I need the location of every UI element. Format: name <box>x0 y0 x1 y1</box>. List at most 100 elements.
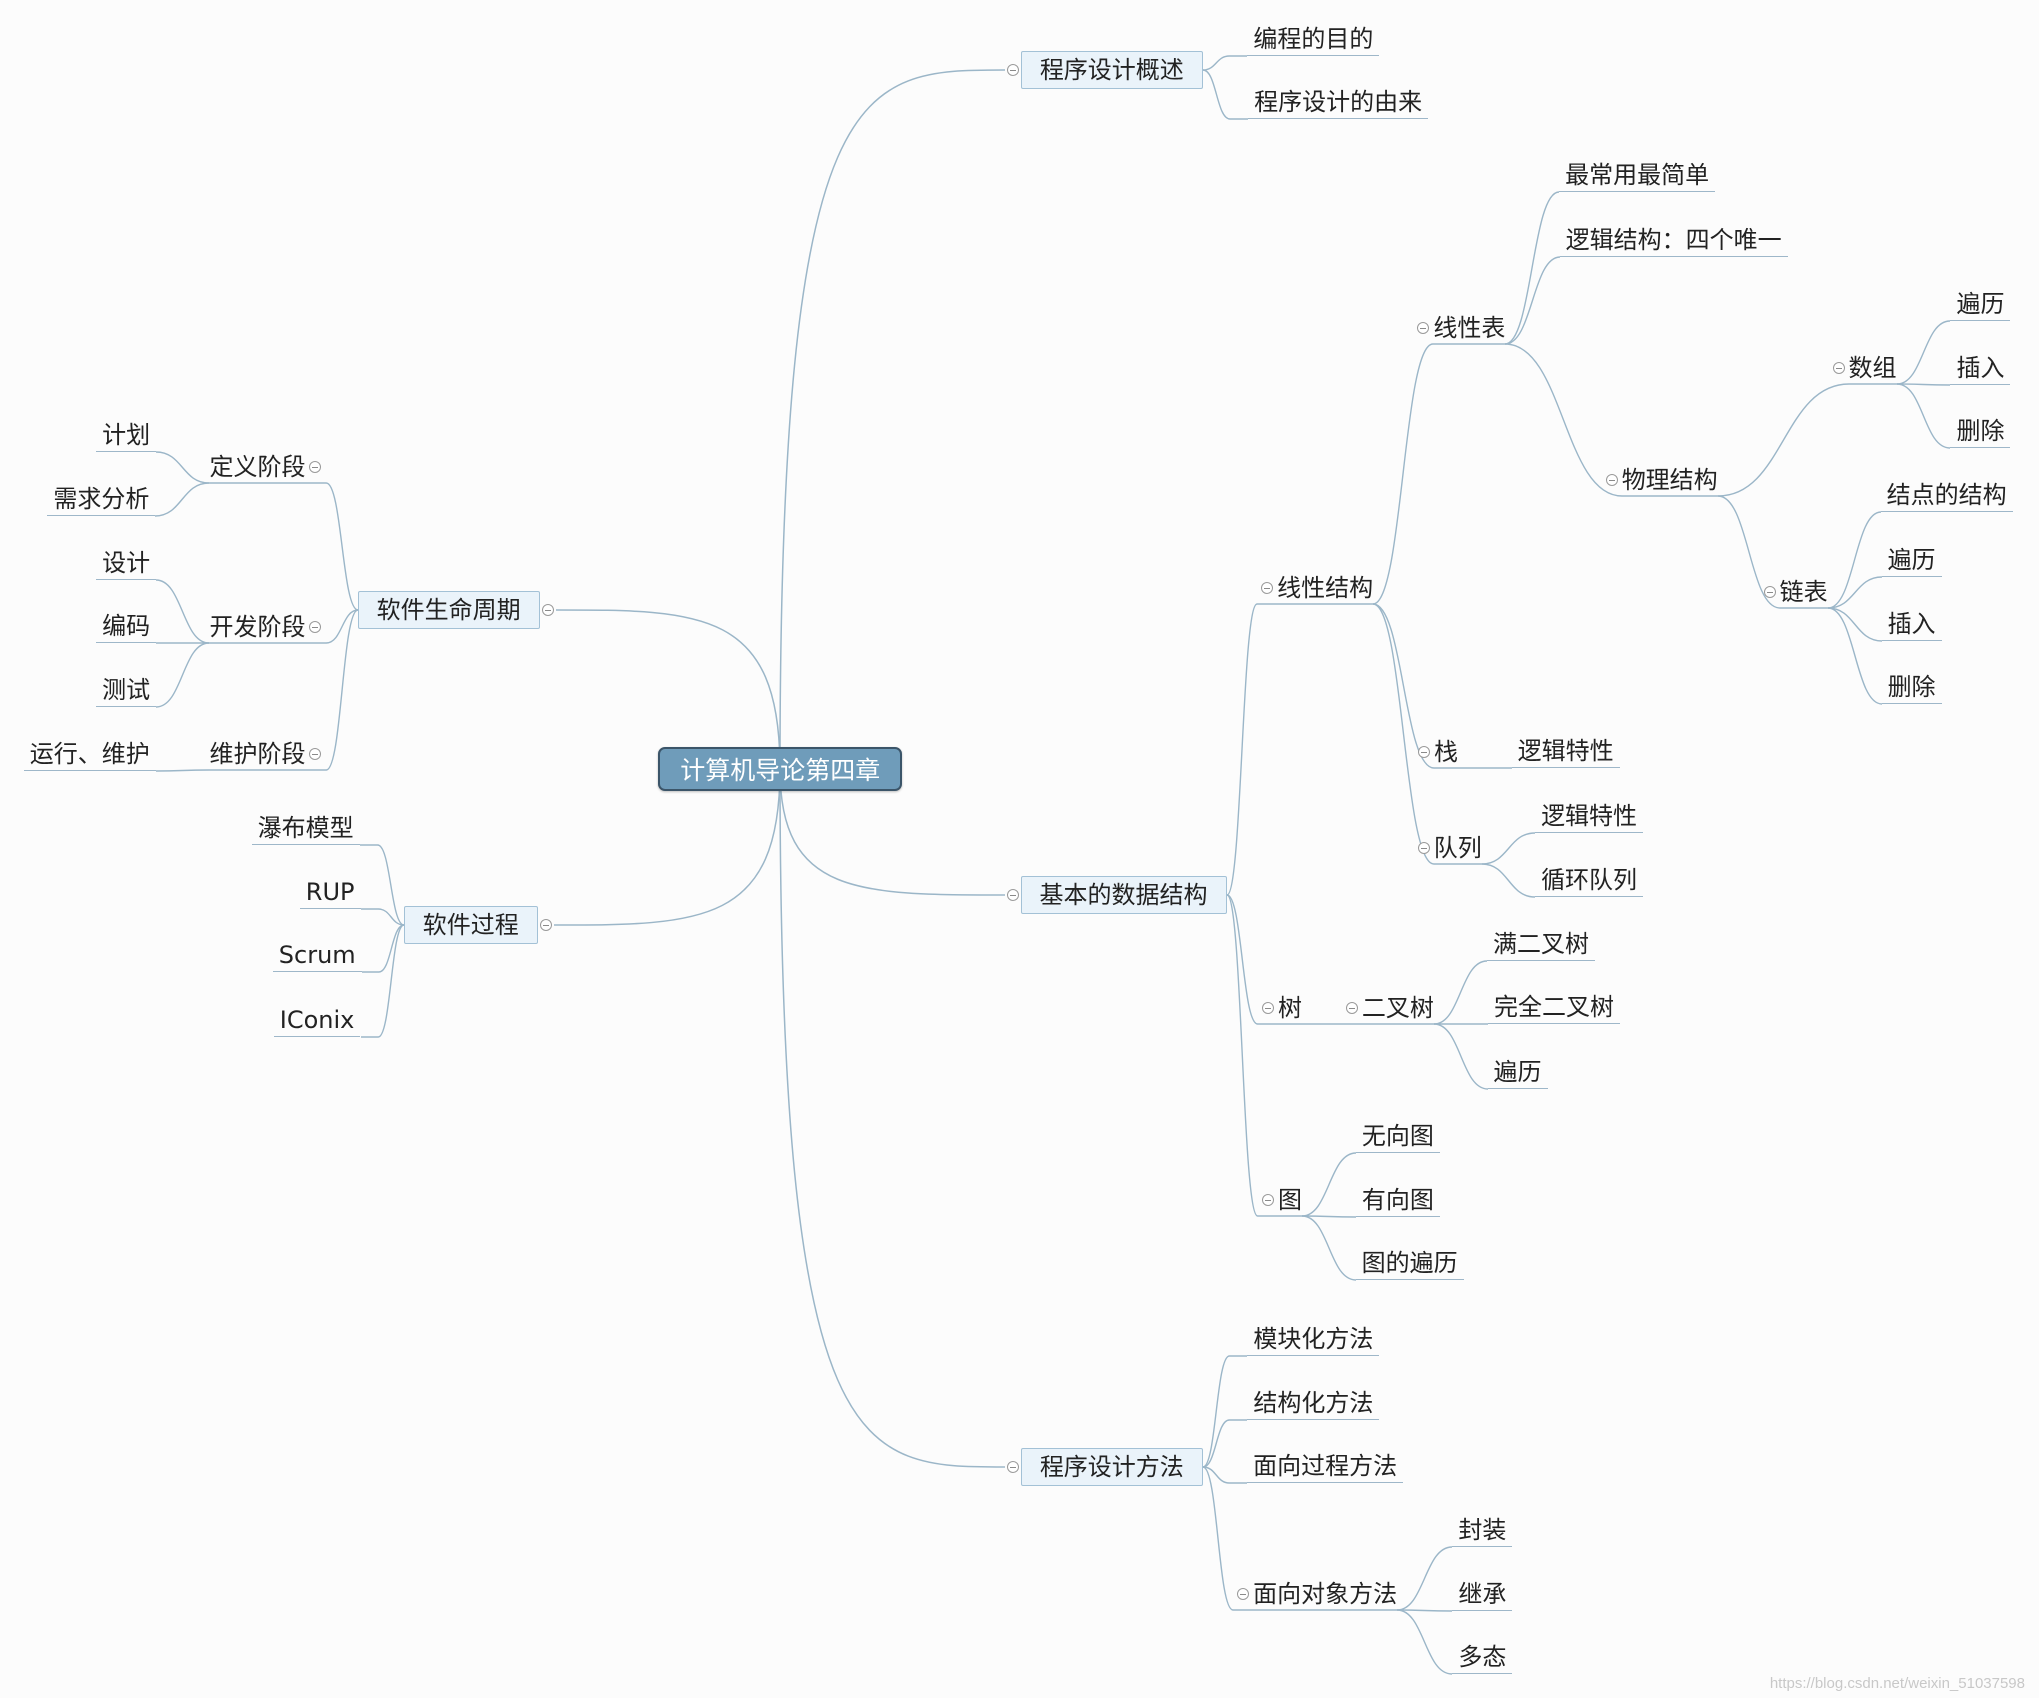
connector-line-8 <box>1504 191 1560 345</box>
subtopic-r-1-0-0-2-1[interactable]: 链表 <box>1779 577 1828 606</box>
connector-line-61 <box>305 609 359 771</box>
leaf-topic-r-2-0[interactable]: 模块化方法 <box>1247 1323 1380 1356</box>
leaf-topic-r-1-1-0-1[interactable]: 完全二叉树 <box>1487 991 1620 1025</box>
connector-line-30 <box>1226 894 1278 1025</box>
subtopic-r-1-0-2[interactable]: 队列 <box>1433 833 1482 862</box>
main-topic-r-3[interactable]: 软件生命周期 <box>357 590 540 629</box>
leaf-topic-r-1-1-0-2[interactable]: 遍历 <box>1487 1056 1548 1090</box>
leaf-topic-r-4-2[interactable]: Scrum <box>272 939 362 973</box>
connector-line-58 <box>155 579 210 644</box>
collapse-toggle-icon-r-3[interactable] <box>542 604 554 616</box>
collapse-toggle-icon-r-3-0[interactable] <box>309 461 321 473</box>
connector-line-22 <box>1827 607 1883 705</box>
collapse-toggle-icon-r-1-0-2[interactable] <box>1418 842 1430 854</box>
leaf-topic-r-3-1-0[interactable]: 设计 <box>96 547 157 580</box>
main-topic-r-4[interactable]: 软件过程 <box>403 905 538 944</box>
leaf-topic-r-3-1-2[interactable]: 测试 <box>96 674 157 707</box>
collapse-toggle-icon-r-1-0[interactable] <box>1261 582 1273 594</box>
leaf-topic-r-1-0-0-2-1-3[interactable]: 删除 <box>1881 671 1942 705</box>
collapse-toggle-icon-r-1[interactable] <box>1007 889 1019 901</box>
collapse-toggle-icon-r-3-1[interactable] <box>309 621 321 633</box>
connector-line-60 <box>155 642 210 708</box>
subtopic-r-3-1[interactable]: 开发阶段 <box>209 612 306 641</box>
subtopic-r-1-1-0[interactable]: 二叉树 <box>1361 993 1434 1022</box>
connector-line-67 <box>362 924 405 973</box>
subtopic-r-3-0[interactable]: 定义阶段 <box>209 452 306 481</box>
subtopic-r-1-0-0[interactable]: 线性表 <box>1433 313 1506 342</box>
leaf-topic-r-1-0-0-2-0-2[interactable]: 删除 <box>1950 415 2011 449</box>
collapse-toggle-icon-r-1-1-0[interactable] <box>1346 1002 1358 1014</box>
leaf-topic-r-1-0-0-0[interactable]: 最常用最简单 <box>1559 159 1716 193</box>
leaf-topic-r-1-0-0-2-1-1[interactable]: 遍历 <box>1881 544 1942 577</box>
connector-line-55 <box>154 482 210 517</box>
main-topic-r-2[interactable]: 程序设计方法 <box>1020 1447 1203 1486</box>
connector-line-45 <box>1202 1466 1247 1484</box>
connector-line-1 <box>1202 55 1247 71</box>
connector-line-10 <box>1504 343 1623 497</box>
leaf-topic-r-2-3-0[interactable]: 封装 <box>1452 1514 1513 1548</box>
collapse-toggle-icon-r-2-3[interactable] <box>1237 1588 1249 1600</box>
connector-line-63 <box>155 769 210 772</box>
leaf-topic-r-3-0-1[interactable]: 需求分析 <box>47 483 156 516</box>
collapse-toggle-icon-r-4[interactable] <box>540 919 552 931</box>
leaf-topic-r-2-1[interactable]: 结构化方法 <box>1247 1387 1380 1420</box>
connector-line-56 <box>305 609 359 644</box>
main-topic-r-1[interactable]: 基本的数据结构 <box>1020 875 1227 914</box>
leaf-topic-r-4-1[interactable]: RUP <box>299 876 361 909</box>
leaf-topic-r-0-0[interactable]: 编程的目的 <box>1247 23 1380 56</box>
connector-line-36 <box>1433 1023 1489 1090</box>
main-topic-r-0[interactable]: 程序设计概述 <box>1020 51 1203 90</box>
leaf-topic-r-2-2[interactable]: 面向过程方法 <box>1247 1450 1404 1484</box>
leaf-topic-r-4-3[interactable]: IConix <box>273 1004 361 1038</box>
connector-line-40 <box>1301 1215 1357 1218</box>
collapse-toggle-icon-r-1-0-1[interactable] <box>1418 746 1430 758</box>
leaf-topic-r-2-3-2[interactable]: 多态 <box>1452 1641 1513 1675</box>
leaf-topic-r-3-1-1[interactable]: 编码 <box>96 610 157 644</box>
collapse-toggle-icon-r-1-1[interactable] <box>1262 1002 1274 1014</box>
leaf-topic-r-1-0-2-0[interactable]: 逻辑特性 <box>1535 800 1644 834</box>
subtopic-r-3-2[interactable]: 维护阶段 <box>209 740 306 769</box>
subtopic-r-1-2[interactable]: 图 <box>1277 1186 1302 1215</box>
leaf-topic-r-0-1[interactable]: 程序设计的由来 <box>1248 86 1429 120</box>
connector-line-54 <box>155 451 210 484</box>
leaf-topic-r-1-0-2-1[interactable]: 循环队列 <box>1535 864 1644 897</box>
leaf-topic-r-1-2-0[interactable]: 无向图 <box>1355 1120 1440 1154</box>
collapse-toggle-icon-r-1-0-0-2[interactable] <box>1606 474 1618 486</box>
leaf-topic-r-1-0-0-2-0-1[interactable]: 插入 <box>1950 352 2011 385</box>
subtopic-r-1-0-0-2-0[interactable]: 数组 <box>1848 354 1897 382</box>
connector-line-29 <box>1481 863 1536 898</box>
collapse-toggle-icon-r-2[interactable] <box>1007 1461 1019 1473</box>
connector-line-41 <box>1301 1215 1357 1281</box>
collapse-toggle-icon-r-1-0-0-2-1[interactable] <box>1764 586 1776 598</box>
leaf-topic-r-1-1-0-0[interactable]: 满二叉树 <box>1486 928 1595 961</box>
collapse-toggle-icon-r-1-2[interactable] <box>1262 1194 1274 1206</box>
connector-line-2 <box>1202 69 1248 120</box>
subtopic-r-1-0-1[interactable]: 栈 <box>1434 737 1459 766</box>
subtopic-r-1-0-0-2[interactable]: 物理结构 <box>1621 465 1718 494</box>
connector-line-9 <box>1504 256 1561 345</box>
collapse-toggle-icon-r-1-0-0-2-0[interactable] <box>1833 362 1845 374</box>
subtopic-r-1-1[interactable]: 树 <box>1277 993 1302 1022</box>
leaf-topic-r-3-2-0[interactable]: 运行、维护 <box>23 738 156 771</box>
leaf-topic-r-1-0-1-0[interactable]: 逻辑特性 <box>1511 735 1620 769</box>
leaf-topic-r-2-3-1[interactable]: 继承 <box>1452 1578 1513 1611</box>
root-topic-r[interactable]: 计算机导论第四章 <box>658 746 903 791</box>
leaf-topic-r-4-0[interactable]: 瀑布模型 <box>251 812 360 845</box>
connector-line-12 <box>1717 383 1850 497</box>
leaf-topic-r-3-0-0[interactable]: 计划 <box>96 419 157 453</box>
leaf-topic-r-1-0-0-2-0-0[interactable]: 遍历 <box>1950 288 2011 321</box>
connector-line-21 <box>1827 607 1883 642</box>
leaf-topic-r-1-2-1[interactable]: 有向图 <box>1355 1184 1440 1217</box>
leaf-topic-r-1-0-0-2-1-2[interactable]: 插入 <box>1881 608 1942 641</box>
collapse-toggle-icon-r-0[interactable] <box>1007 64 1019 76</box>
leaf-topic-r-1-0-0-2-1-0[interactable]: 结点的结构 <box>1880 479 2013 512</box>
connector-line-6 <box>1372 343 1434 605</box>
leaf-topic-r-1-2-2[interactable]: 图的遍历 <box>1355 1247 1464 1281</box>
connector-line-44 <box>1202 1419 1247 1468</box>
collapse-toggle-icon-r-3-2[interactable] <box>309 748 321 760</box>
subtopic-r-2-3[interactable]: 面向对象方法 <box>1253 1580 1398 1609</box>
connector-line-17 <box>1717 495 1781 609</box>
collapse-toggle-icon-r-1-0-0[interactable] <box>1417 322 1429 334</box>
leaf-topic-r-1-0-0-1[interactable]: 逻辑结构：四个唯一 <box>1559 224 1788 258</box>
subtopic-r-1-0[interactable]: 线性结构 <box>1277 573 1374 602</box>
